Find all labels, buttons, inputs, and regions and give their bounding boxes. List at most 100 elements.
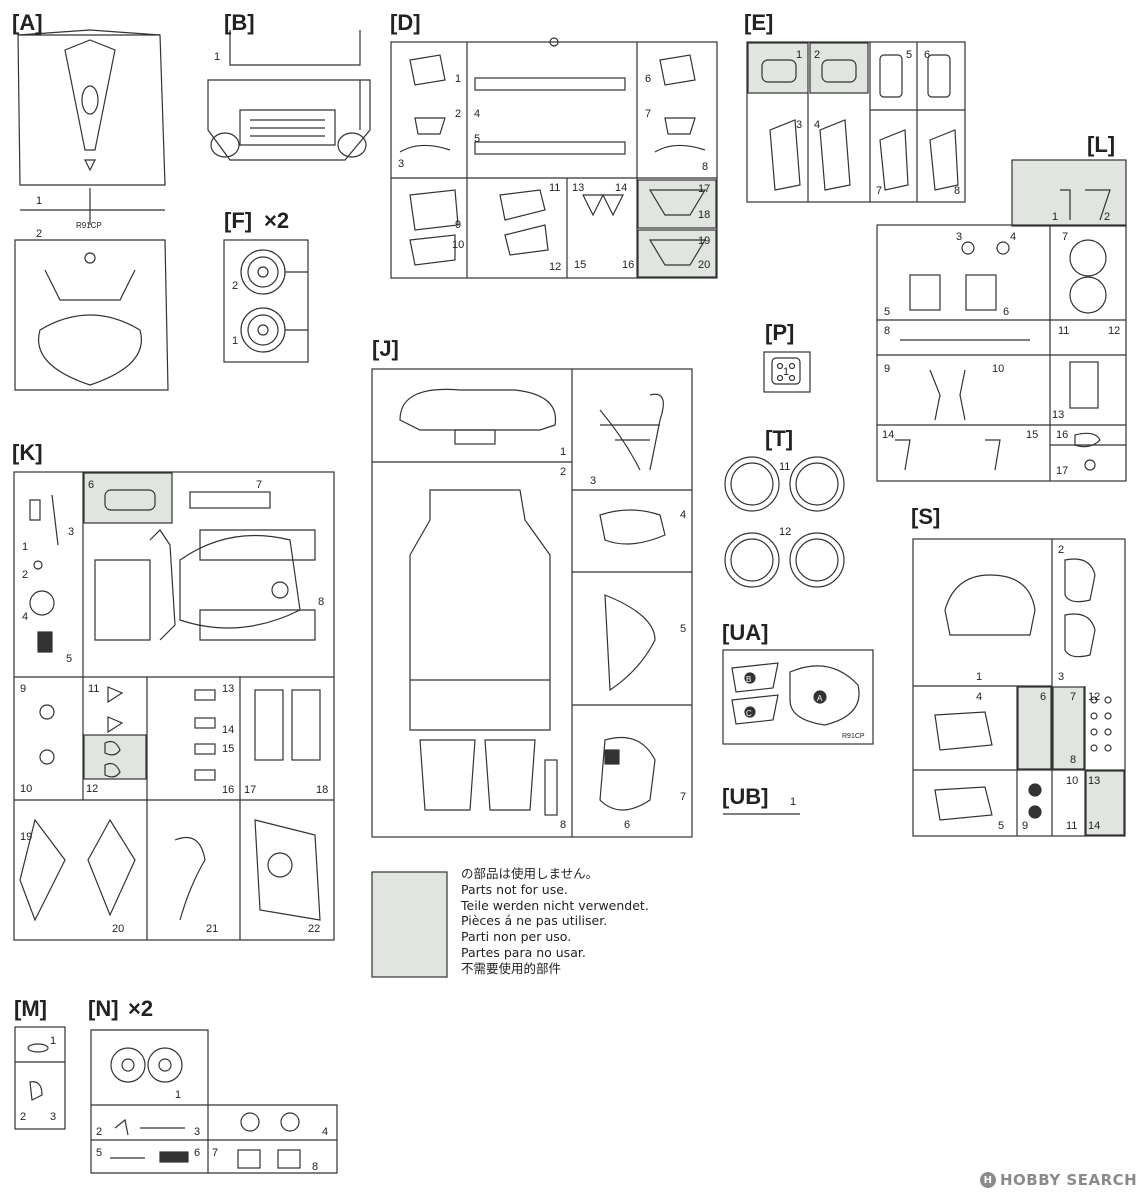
- legend-line: Parts not for use.: [461, 881, 568, 897]
- part-number: 11: [549, 182, 560, 194]
- part-number: 6: [645, 73, 651, 85]
- part-number: 7: [876, 185, 882, 197]
- part-number: 2: [814, 49, 820, 61]
- part-number: 11: [1066, 820, 1077, 832]
- part-number: 3: [194, 1126, 200, 1138]
- group-title-j: [J]: [372, 336, 399, 361]
- group-title-n: [N]: [88, 996, 119, 1021]
- part-number: 9: [884, 363, 890, 375]
- sprue-k: [13, 471, 335, 941]
- part-number: 5: [884, 306, 890, 318]
- part-number: 8: [318, 596, 324, 608]
- sprue-t: [724, 456, 845, 588]
- part-number: 6: [924, 49, 930, 61]
- part-number: 3: [796, 119, 802, 131]
- part-number: 1: [783, 366, 789, 378]
- sprue-s: [912, 538, 1126, 837]
- part-number: 6: [624, 819, 630, 831]
- part-number: 20: [112, 923, 124, 935]
- part-number: 5: [66, 653, 72, 665]
- part-number: 17: [244, 784, 256, 796]
- legend-line: Pièces á ne pas utiliser.: [461, 913, 608, 929]
- part-number: 1: [50, 1035, 56, 1047]
- group-title-d: [D]: [390, 10, 421, 35]
- part-number: 4: [976, 691, 982, 703]
- group-title-ub: [UB]: [722, 784, 768, 809]
- part-number: 9: [455, 219, 461, 231]
- part-number: 7: [680, 791, 686, 803]
- part-number: 8: [954, 185, 960, 197]
- part-number: 12: [1088, 691, 1100, 703]
- part-number: 2: [455, 108, 461, 120]
- part-number: 12: [86, 783, 98, 795]
- hobby-search-watermark: H HOBBY SEARCH: [980, 1171, 1137, 1189]
- part-number: 8: [312, 1161, 318, 1173]
- group-f-quantity: ×2: [264, 208, 289, 233]
- part-number: 2: [1058, 544, 1064, 556]
- legend-line: Teile werden nicht verwendet.: [461, 897, 649, 913]
- part-number: 2: [20, 1111, 26, 1123]
- part-number: 16: [622, 259, 634, 271]
- part-number: 11: [779, 461, 790, 473]
- part-number: 10: [1066, 775, 1078, 787]
- part-number: 19: [20, 831, 32, 843]
- group-n-quantity: ×2: [128, 996, 153, 1021]
- part-number: 1: [1052, 211, 1058, 223]
- part-number: 3: [956, 231, 962, 243]
- part-number: 3: [1058, 671, 1064, 683]
- group-title-ua: [UA]: [722, 620, 768, 645]
- group-title-a: [A]: [12, 10, 43, 35]
- sprue-b: [207, 30, 371, 161]
- part-number: 8: [1070, 754, 1076, 766]
- part-number: 12: [779, 526, 791, 538]
- part-number: 1: [214, 51, 220, 63]
- ua-marker: A: [817, 694, 823, 703]
- part-number: 7: [1062, 231, 1068, 243]
- unused-parts-legend: の部品は使用しません。 Parts not for use. Teile wer…: [461, 866, 681, 977]
- part-number: 5: [680, 623, 686, 635]
- part-number: 1: [560, 446, 566, 458]
- part-number: 5: [474, 133, 480, 145]
- part-number: 1: [232, 335, 238, 347]
- part-number: 10: [20, 783, 32, 795]
- part-number: 4: [22, 611, 28, 623]
- sprue-j: [371, 368, 693, 838]
- part-number: 2: [232, 280, 238, 292]
- legend-line: の部品は使用しません。: [461, 866, 599, 881]
- part-number: 1: [790, 796, 796, 808]
- part-number: 15: [222, 743, 234, 755]
- ua-marker: B: [746, 675, 751, 684]
- sprue-p: [763, 351, 811, 393]
- part-number: 6: [194, 1147, 200, 1159]
- part-number: 6: [1003, 306, 1009, 318]
- part-number: 3: [590, 475, 596, 487]
- sprue-l: [876, 159, 1127, 482]
- group-title-t: [T]: [765, 426, 793, 451]
- part-number: 7: [256, 479, 262, 491]
- part-number: 17: [1056, 465, 1068, 477]
- part-number: 6: [88, 479, 94, 491]
- part-number: 13: [222, 683, 234, 695]
- part-number: 6: [1040, 691, 1046, 703]
- part-number: 4: [474, 108, 480, 120]
- sprue-n: [90, 1029, 338, 1174]
- part-number: 1: [455, 73, 461, 85]
- part-number: 14: [1088, 820, 1100, 832]
- part-number: 21: [206, 923, 218, 935]
- part-number: 3: [398, 158, 404, 170]
- part-number: 2: [36, 228, 42, 240]
- part-number: 2: [560, 466, 566, 478]
- group-title-e: [E]: [744, 10, 773, 35]
- part-number: 4: [680, 509, 686, 521]
- part-number: 7: [1070, 691, 1076, 703]
- sprue-ua-code: R91CP: [842, 733, 865, 740]
- part-number: 19: [698, 235, 710, 247]
- part-number: 12: [1108, 325, 1120, 337]
- part-number: 2: [22, 569, 28, 581]
- part-number: 10: [452, 239, 464, 251]
- sprue-a: [14, 29, 169, 391]
- part-number: 5: [96, 1147, 102, 1159]
- part-number: 4: [322, 1126, 328, 1138]
- group-title-l: [L]: [1087, 132, 1115, 157]
- part-number: 2: [1104, 211, 1110, 223]
